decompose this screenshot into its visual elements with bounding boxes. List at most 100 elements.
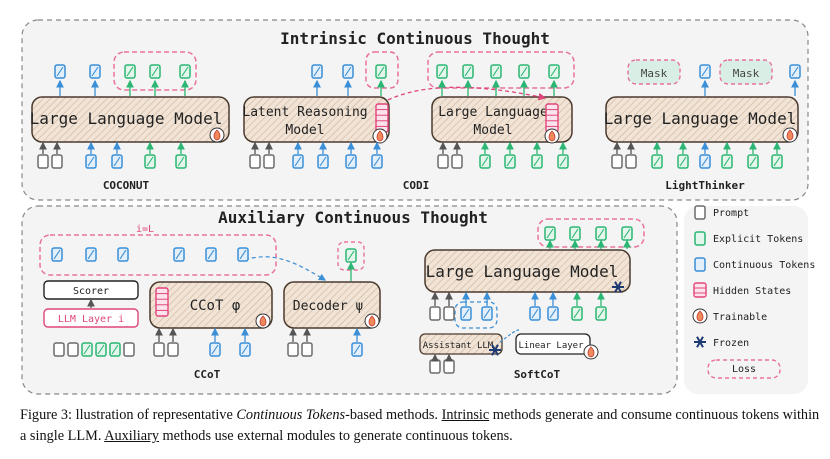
codi-left-input-1-token [263,154,275,169]
codi-right-model-label-2: Model [473,123,512,138]
softcot-assistant-label: Assistant LLM [423,341,494,351]
ccot-input-1-token [167,342,179,357]
codi-left-output-0-token [311,64,323,79]
codi-left-input-3-token [317,154,329,169]
legend-loss-icon [707,359,781,379]
codi-right-input-2-token [479,154,491,169]
ccot-prompt-2-token [81,342,93,357]
codi-left-output-2-token [375,64,387,79]
codi-left-input-5-token [371,154,383,169]
softcot-input-2-token [460,306,472,321]
coconut-input-2-token [85,154,97,169]
codi-latent-model-box [243,96,390,143]
caption-suffix: methods use external modules to generate… [158,428,513,444]
lightthinker-mask-2 [719,59,773,85]
codi-label: CODI [403,179,430,192]
ccot-prompt-5-token [123,342,135,357]
coconut-trainable-icon [209,127,225,143]
coconut-input-3-token [111,154,123,169]
softcot-assistant-frozen-icon [489,344,501,356]
legend-label-prompt-token: Prompt [713,208,749,219]
ccot-input-0-token [153,342,165,357]
codi-left-output-1-token [342,64,354,79]
softcot-continuous-group [454,301,498,329]
ccot-prompt-4-token [109,342,121,357]
legend-item-hidden-states: Hidden States [693,282,791,298]
codi-llm-box [431,96,573,143]
ccot-index-label: i=L [136,224,154,235]
codi-right-output-0-token [436,64,448,79]
ccot-trainable-icon [255,313,271,329]
ccot-loss-box [39,234,277,276]
lightthinker-model-label: Large Language Model [604,109,797,128]
intrinsic-title: Intrinsic Continuous Thought [280,29,550,48]
legend-item-loss-box: Loss [707,359,781,379]
softcot-linear-trainable-icon [583,344,599,360]
softcot-input-6-token [571,306,583,321]
legend-flame-icon [692,308,708,324]
ccot-decoder-box [283,281,381,329]
softcot-frozen-icon [612,281,624,293]
figure-caption: Figure 3: llustration of representative … [20,405,820,447]
lightthinker-mask-1 [627,59,681,85]
legend-panel [684,206,808,394]
coconut-label: COCONUT [103,179,150,192]
codi-left-trainable-icon [372,128,388,144]
coconut-input-1-token [51,154,63,169]
ccot-llm-layer-box [43,308,139,328]
legend-label-flame: Trainable [713,312,767,323]
lightthinker-input-2-token [651,154,663,169]
ccot-decoder-loss-box [337,241,365,271]
ccot-input-2-token [209,342,221,357]
caption-mid1: -based methods. [345,407,442,423]
lightthinker-input-4-token [699,154,711,169]
codi-right-output-2-token [490,64,502,79]
ccot-prompt-0-token [53,342,65,357]
coconut-llm-box [31,96,230,143]
ccot-decoder-input-1-token [301,342,313,357]
legend-continuous-icon [694,257,706,272]
codi-right-output-4-token [548,64,560,79]
lightthinker-input-5-token [721,154,733,169]
lightthinker-input-1-token [625,154,637,169]
legend-label-loss-box: Loss [732,364,756,375]
ccot-model-box [149,281,273,329]
ccot-output-2-token [117,247,129,262]
codi-left-loss-box [365,51,399,89]
codi-right-hidden-states [545,103,559,133]
codi-diagram: Latent Reasoning Model Large Language Mo… [242,51,575,192]
softcot-input-1-token [443,306,455,321]
lightthinker-diagram: Mask Mask Large Language Model LightThin… [604,59,799,192]
softcot-output-3-token [621,226,633,241]
ccot-model-label: CCoT φ [190,298,241,314]
coconut-output-1-token [89,64,101,79]
ccot-output-0-token [51,247,63,262]
ccot-hidden-states [155,287,169,317]
legend-snowflake-icon [694,336,706,348]
ccot-decoder-label: Decoder ψ [293,299,363,314]
codi-right-input-0-token [437,154,449,169]
ccot-to-decoder-link [244,256,327,281]
ccot-diagram: i=L Scorer LLM Layer i CCoT φ Decoder ψ … [39,224,381,381]
codi-right-input-4-token [531,154,543,169]
softcot-input-7-token [595,306,607,321]
codi-right-input-5-token [557,154,569,169]
caption-prefix: Figure 3: llustration of representative [20,407,237,423]
codi-right-input-1-token [451,154,463,169]
auxiliary-title: Auxiliary Continuous Thought [218,208,488,227]
ccot-output-4-token [205,247,217,262]
legend-item-flame: Trainable [692,308,767,324]
legend-item-continuous-token: Continuous Tokens [694,257,815,272]
softcot-output-0-token [544,226,556,241]
lightthinker-input-3-token [677,154,689,169]
softcot-assistant-link [499,329,520,343]
codi-right-trainable-icon [544,128,560,144]
arrow-layer [39,79,799,362]
codi-right-output-1-token [462,64,474,79]
softcot-assistant-input-1-token [443,359,455,374]
softcot-model-label: Large Language Model [426,262,619,281]
lightthinker-input-0-token [611,154,623,169]
caption-auxiliary: Auxiliary [104,428,159,444]
